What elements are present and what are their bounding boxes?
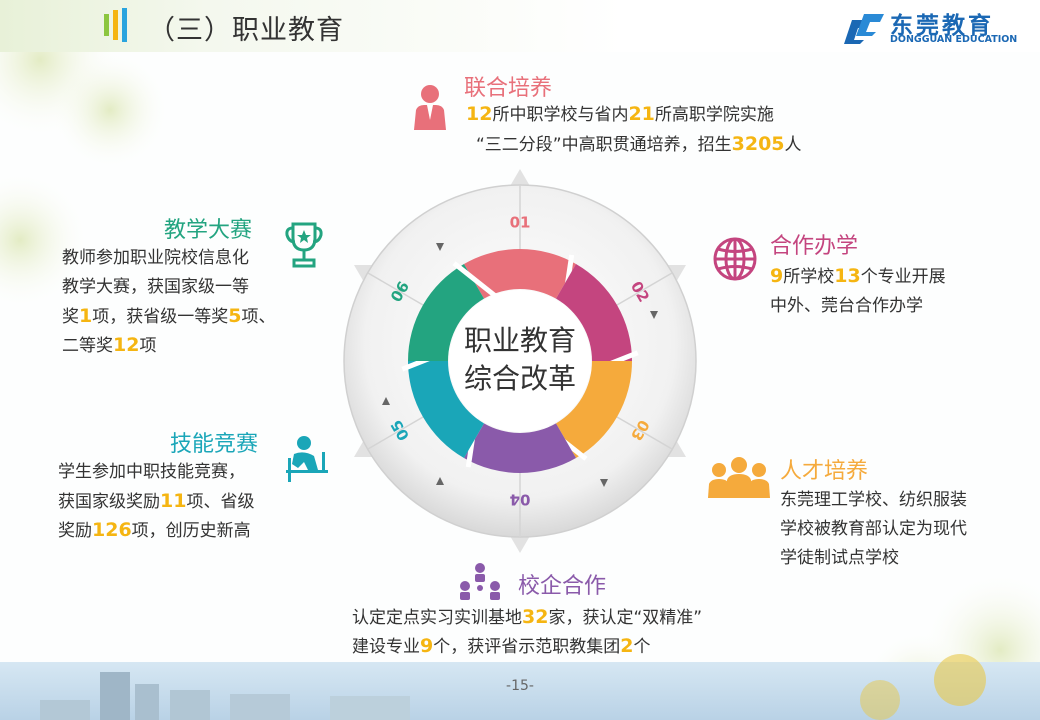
ring-segment-4: [464, 423, 576, 473]
heading-jiaoxue: 教学大赛: [164, 218, 253, 243]
segment-divider-6: [452, 261, 499, 300]
heading-rencai: 人才培养: [780, 459, 869, 484]
text-xiaoqi-line1: 认定定点实习实训基地32家，获认定“双精准”: [352, 606, 703, 628]
logo-mark-icon: [844, 14, 884, 44]
page-number: -15-: [506, 678, 534, 694]
student-at-desk-icon: [286, 436, 328, 482]
segment-number-5: 05: [387, 417, 413, 444]
logo: 东莞教育 DONGGUAN EDUCATION: [842, 6, 1026, 48]
text-jineng-line3: 奖励126项，创历史新高: [58, 519, 251, 541]
ring-segment-2: [556, 264, 632, 361]
segment-number-4: 04: [510, 491, 531, 509]
ring-segment-3: [556, 361, 632, 458]
heading-lianhe: 联合培养: [464, 76, 553, 101]
page-title: （三）职业教育: [148, 15, 344, 46]
center-disc: [449, 290, 591, 432]
center-title: 职业教育 综合改革: [436, 322, 604, 398]
text-hezuo-line1: 9所学校13个专业开展: [770, 265, 946, 287]
ring-segment-5: [408, 361, 484, 458]
text-jiaoxue-line4: 二等奖12项: [62, 334, 157, 356]
segment-number-3: 03: [627, 417, 653, 444]
logo-text-cn: 东莞教育: [890, 13, 994, 39]
text-jineng-line1: 学生参加中职技能竞赛，: [58, 462, 245, 482]
reform-wheel-segments: 01 02 03 04 05 06: [387, 214, 653, 509]
text-xiaoqi-line2: 建设专业9个，获评省示范职教集团2个: [352, 635, 651, 657]
text-rencai-line2: 学校被教育部认定为现代: [780, 519, 967, 539]
trophy-icon: [285, 222, 323, 268]
globe-icon: [713, 237, 757, 281]
logo-text-en: DONGGUAN EDUCATION: [890, 34, 1018, 45]
text-jineng-line2: 获国家级奖励11项、省级: [58, 490, 255, 512]
text-jiaoxue-line2: 教学大赛，获国家级一等: [62, 277, 249, 297]
heading-xiaoqi: 校企合作: [518, 574, 607, 599]
segment-number-1: 01: [510, 214, 531, 232]
text-rencai-line1: 东莞理工学校、纺织服装: [780, 490, 967, 510]
text-lianhe-line2: “三二分段”中高职贯通培养，招生3205人: [476, 133, 802, 155]
text-jiaoxue-line3: 奖1项，获省级一等奖5项、: [62, 305, 276, 327]
ring-segment-1: [464, 249, 576, 299]
organization-icon: [460, 563, 500, 600]
heading-hezuo: 合作办学: [770, 234, 859, 259]
center-title-line2: 综合改革: [463, 362, 576, 395]
text-lianhe-line1: 12所中职学校与省内21所高职学院实施: [466, 103, 774, 125]
center-title-line1: 职业教育: [463, 324, 576, 357]
segment-number-6: 06: [387, 278, 413, 305]
segment-number-2: 02: [627, 278, 653, 305]
businessman-icon: [414, 85, 446, 130]
people-group-icon: [708, 457, 770, 498]
text-hezuo-line2: 中外、莞台合作办学: [770, 296, 923, 316]
text-jiaoxue-line1: 教师参加职业院校信息化: [62, 248, 249, 268]
heading-jineng: 技能竞赛: [170, 432, 259, 457]
text-rencai-line3: 学徒制试点学校: [780, 548, 899, 568]
ring-segment-6: [408, 264, 484, 361]
